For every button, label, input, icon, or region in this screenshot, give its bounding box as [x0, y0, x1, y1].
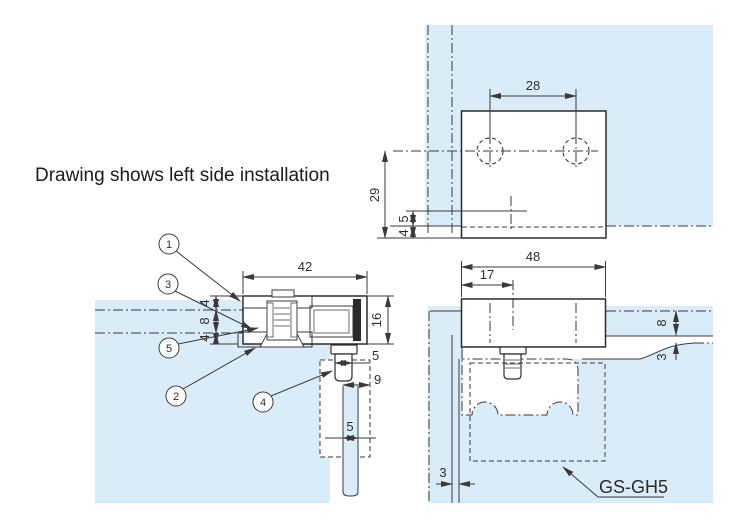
dim-boss-depth: 9	[374, 372, 381, 387]
stud-cap	[271, 289, 295, 298]
hole-left	[476, 137, 504, 165]
product-label: GS-GH5	[599, 477, 668, 497]
callout-number: 1	[166, 239, 172, 251]
front-view: 48 17 8 3 3 GS-GH5	[428, 249, 713, 503]
leader-line	[174, 290, 253, 330]
leader-line	[182, 347, 256, 390]
dim-bolt-dia: 5	[372, 348, 379, 363]
callout-4: 4	[252, 370, 333, 413]
stud-flank	[290, 302, 298, 338]
hinge-far-wall-inner	[313, 309, 350, 334]
pivot-bolt-shaft	[334, 353, 353, 382]
dim-pivot-offset: 17	[480, 267, 494, 282]
label-leader	[562, 466, 664, 498]
callout-bubble	[252, 391, 274, 413]
dim-lip: 4	[396, 229, 411, 236]
callout-5: 5	[158, 327, 259, 359]
dim-hole-spacing: 28	[526, 78, 540, 93]
clamp-block-front	[460, 298, 607, 348]
dim-hinge-height: 16	[369, 313, 384, 327]
pivot-bolt-head	[330, 344, 358, 355]
dim-glass-overlap: 8	[654, 319, 669, 326]
callout-number: 2	[173, 391, 179, 403]
hidden-body-outline	[469, 362, 606, 462]
hinge-end-cap	[353, 299, 361, 341]
dim-clamp-top: 4	[197, 299, 212, 306]
note-text: Drawing shows left side installation	[35, 165, 330, 186]
callout-number: 5	[166, 343, 172, 355]
callout-number: 4	[260, 397, 266, 409]
arm-silhouette	[461, 347, 579, 416]
dim-slot: 8	[197, 317, 212, 324]
leader-line	[175, 250, 241, 302]
callout-3: 3	[157, 273, 253, 330]
callout-1: 1	[158, 233, 241, 302]
callout-bubble	[158, 337, 180, 359]
clamp-stud	[266, 300, 298, 341]
dim-side-gap: 3	[439, 465, 446, 480]
mounting-plate	[460, 110, 607, 239]
section-view: 42 4 8 4 16 5 9 5 1	[95, 233, 394, 503]
callout-bubble	[157, 273, 179, 295]
leader-line	[177, 327, 259, 345]
pivot-bolt-head-front	[499, 346, 527, 355]
callout-2: 2	[165, 347, 256, 407]
pivot-bolt-shaft-front	[503, 353, 522, 380]
dim-plate-height: 29	[367, 188, 382, 202]
door-glass-edge	[342, 386, 359, 497]
hole-right	[562, 137, 590, 165]
dim-door-glass: 5	[346, 419, 353, 434]
hinge-far-wall	[309, 305, 354, 338]
dim-hinge-width: 42	[298, 259, 312, 274]
stud-flank	[266, 302, 274, 338]
dim-clamp-bottom: 4	[197, 334, 212, 341]
dim-vertical-gap: 3	[654, 353, 669, 360]
dim-edge: 5	[396, 215, 411, 222]
callout-bubble	[158, 233, 180, 255]
leader-line	[270, 370, 333, 397]
arm-sweep-curve	[582, 342, 695, 360]
callout-number: 3	[165, 279, 171, 291]
top-view: 28 29 5 4	[367, 25, 713, 239]
dim-body-width: 48	[526, 249, 540, 264]
door-glass-strip	[343, 383, 358, 496]
callout-bubble	[165, 385, 187, 407]
